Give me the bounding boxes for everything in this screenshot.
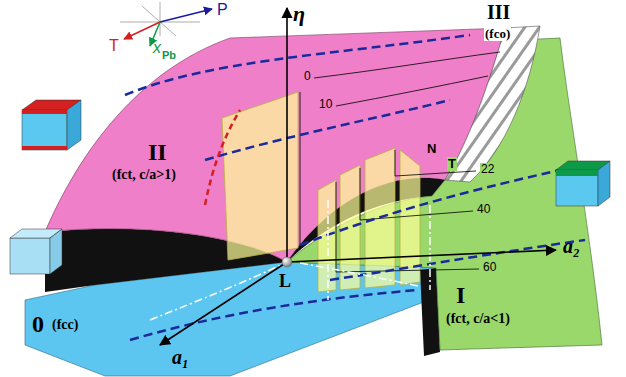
eta-axis	[286, 8, 288, 262]
phase-name: (fcc)	[52, 318, 78, 333]
dash-dot-line	[429, 205, 431, 290]
parameter-label: x	[153, 40, 161, 57]
dashed-curve	[205, 110, 240, 205]
cube-icon	[556, 170, 598, 176]
cube-icon	[22, 110, 67, 150]
cube-icon	[556, 170, 598, 206]
dashed-curve	[330, 240, 585, 280]
dashed-curve	[130, 290, 418, 340]
axis-label: η	[293, 2, 305, 25]
point-label: L	[279, 272, 291, 291]
composition-number: 22	[480, 163, 495, 176]
composition-line	[336, 76, 488, 106]
phase-numeral: II	[148, 140, 167, 165]
composition-line	[314, 52, 500, 78]
dash-dot-line	[327, 200, 329, 300]
triad-guide	[142, 6, 176, 36]
point-label: N	[426, 142, 437, 156]
point-label: T	[447, 157, 457, 171]
a1-axis	[160, 262, 287, 345]
triad-guide	[160, 2, 161, 36]
fct-region-i	[287, 38, 602, 350]
cube-icon	[10, 238, 50, 274]
cube-icon	[598, 161, 610, 206]
phase-numeral: I	[455, 283, 466, 308]
parameter-subscript: Pb	[162, 50, 176, 62]
a2-axis	[287, 250, 556, 262]
composition-line	[360, 168, 473, 220]
phase-numeral: 0	[32, 312, 44, 337]
dash-dot-line	[150, 262, 287, 320]
fco-region-iii	[445, 26, 540, 182]
composition-number: 60	[482, 261, 497, 274]
phase-name: (fco)	[484, 27, 511, 41]
dash-dot-line	[300, 263, 418, 286]
composition-line	[300, 92, 301, 250]
cube-icon	[50, 229, 62, 274]
composition-number: 10	[318, 98, 333, 111]
section-plane	[400, 150, 420, 285]
parameter-label: T	[109, 38, 119, 55]
cube-icon	[22, 110, 67, 114]
axis-label: a₁	[172, 347, 189, 368]
cube-icon	[22, 146, 67, 150]
parameter-label: P	[217, 2, 228, 19]
composition-number: 0	[303, 70, 312, 83]
phase-name: (fct, c/a<1)	[445, 312, 511, 327]
composition-number: 40	[476, 203, 491, 216]
pressure-arrow	[160, 9, 212, 22]
phase-numeral: III	[487, 2, 510, 23]
origin-sphere	[282, 257, 292, 267]
dashed-curve	[125, 35, 470, 95]
cube-icon	[67, 100, 81, 150]
axis-label: a₂	[563, 236, 580, 257]
phase-name: (fct, c/a>1)	[112, 168, 176, 183]
